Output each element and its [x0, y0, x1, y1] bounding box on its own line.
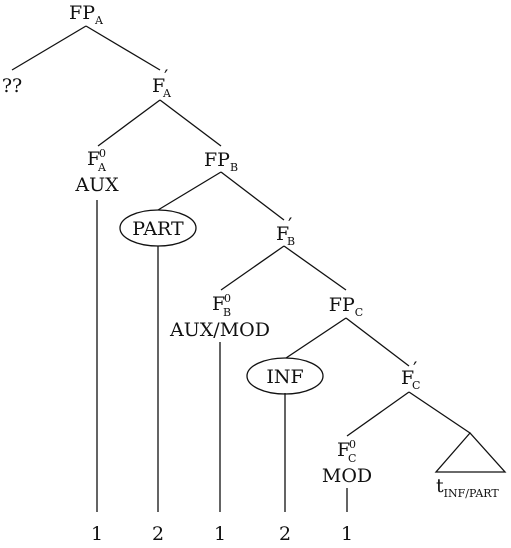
- part-ellipse: [119, 209, 197, 247]
- node-fp-b: FPB: [204, 149, 238, 174]
- branch-fpb-fbarb: [220, 171, 285, 221]
- svg-text:F: F: [87, 148, 100, 170]
- node-trace: tINF/PART: [436, 475, 499, 500]
- branch-fpa-unknown: [11, 25, 87, 71]
- tree-branches: [11, 25, 471, 437]
- node-fbar-c: F ′ C: [401, 358, 420, 392]
- node-f0-c: F 0 C MOD: [322, 438, 372, 487]
- branch-fbarc-f0c: [346, 391, 410, 437]
- node-unknown: ??: [2, 75, 22, 97]
- node-fbar-b: F ′ B: [276, 214, 295, 248]
- svg-text:F: F: [401, 367, 414, 389]
- node-fp-c: FPC: [329, 294, 363, 319]
- branch-fbara-fpb: [159, 99, 222, 147]
- order-numbers: 1 2 1 2 1: [91, 523, 353, 545]
- branch-fbara-f0a: [97, 99, 161, 147]
- node-fbar-a: F ′ A: [152, 66, 172, 100]
- node-part: PART: [132, 218, 184, 240]
- svg-text:0: 0: [224, 292, 231, 305]
- inf-ellipse: [246, 357, 324, 395]
- svg-text:F: F: [212, 293, 225, 315]
- svg-text:F: F: [276, 223, 289, 245]
- node-inf: INF: [266, 366, 303, 388]
- order-lines: [96, 200, 348, 512]
- svg-text:′: ′: [164, 66, 168, 88]
- svg-text:A: A: [162, 87, 172, 100]
- order-number-3: 1: [214, 523, 226, 545]
- svg-text:F: F: [337, 439, 350, 461]
- svg-text:B: B: [223, 306, 231, 319]
- order-number-4: 2: [279, 523, 291, 545]
- branch-fpc-inf: [285, 317, 347, 359]
- word-aux-mod: AUX/MOD: [169, 319, 270, 341]
- svg-text:0: 0: [349, 438, 356, 451]
- branch-fpb-part: [157, 171, 222, 211]
- order-number-1: 1: [91, 523, 103, 545]
- svg-text:C: C: [412, 379, 420, 392]
- svg-text:′: ′: [413, 358, 417, 380]
- branch-fbarc-trace: [408, 391, 471, 434]
- node-fp-a: FPA: [69, 2, 104, 27]
- svg-text:0: 0: [99, 147, 106, 160]
- svg-text:C: C: [348, 452, 356, 465]
- svg-text:B: B: [287, 235, 295, 248]
- trace-triangle: [434, 432, 507, 473]
- branch-fpc-fbarc: [345, 317, 410, 367]
- svg-text:A: A: [97, 161, 107, 174]
- svg-text:F: F: [152, 75, 165, 97]
- order-number-2: 2: [152, 523, 164, 545]
- word-aux: AUX: [74, 174, 119, 196]
- branch-fbarb-fpc: [283, 245, 347, 291]
- svg-text:′: ′: [288, 214, 292, 236]
- node-f0-b: F 0 B AUX/MOD: [169, 292, 270, 341]
- word-mod: MOD: [322, 465, 372, 487]
- order-number-5: 1: [341, 523, 353, 545]
- branch-fbarb-f0b: [220, 245, 285, 291]
- node-f0-a: F 0 A AUX: [74, 147, 119, 196]
- branch-fpa-fbara: [85, 25, 161, 71]
